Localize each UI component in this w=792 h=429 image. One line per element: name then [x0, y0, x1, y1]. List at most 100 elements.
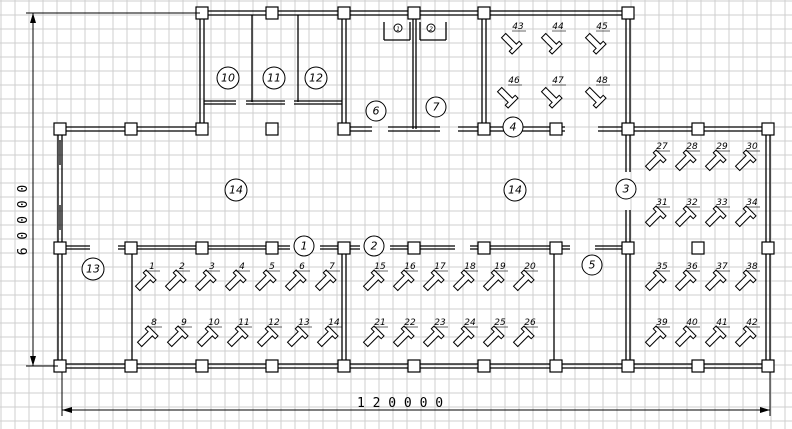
workstation-desk — [136, 325, 159, 348]
column — [407, 6, 421, 20]
workstation-desk — [392, 269, 415, 292]
dimensions: 1 2 0 0 0 0 6 0 0 0 0 — [16, 12, 771, 416]
workstation-22: 22 — [392, 318, 418, 348]
columns — [53, 6, 775, 373]
workstation-6: 6 — [284, 262, 310, 292]
workstation-desk — [734, 149, 757, 172]
workstation-desk — [482, 325, 505, 348]
column — [124, 359, 138, 373]
fixture-1-marker — [393, 23, 403, 33]
room-3-label: 3 — [623, 183, 630, 196]
workstation-label: 7 — [329, 262, 335, 272]
fixture-2-marker — [426, 23, 436, 33]
fixture-2-label: 2 — [429, 26, 433, 33]
workstation-45: 45 — [584, 22, 610, 55]
workstation-desk — [422, 325, 445, 348]
room-7-marker — [425, 96, 447, 118]
room-14-marker-west — [224, 178, 248, 202]
room-14-marker-east — [503, 178, 527, 202]
workstation-23: 23 — [422, 318, 448, 348]
workstation-34: 34 — [734, 198, 760, 228]
workstation-desk — [540, 32, 563, 55]
workstation-desk — [704, 269, 727, 292]
workstation-7: 7 — [314, 262, 340, 292]
workstation-desk — [584, 86, 607, 109]
column — [195, 241, 209, 255]
workstation-15: 15 — [362, 262, 388, 292]
workstation-desk — [644, 149, 667, 172]
workstation-label: 25 — [494, 318, 506, 328]
fixtures: 1 2 — [383, 22, 447, 41]
workstation-desk — [226, 325, 249, 348]
room-13-label: 13 — [86, 263, 100, 276]
workstation-label: 47 — [552, 76, 564, 86]
room-5-marker — [581, 254, 603, 276]
workstation-label: 27 — [656, 142, 668, 152]
workstation-desk — [644, 325, 667, 348]
workstation-41: 41 — [704, 318, 730, 348]
room-14-label-east: 14 — [508, 184, 522, 197]
room-11-marker — [262, 66, 286, 90]
workstation-label: 33 — [716, 198, 728, 208]
workstation-label: 42 — [746, 318, 758, 328]
workstation-label: 9 — [181, 318, 187, 328]
room-2-label: 2 — [371, 240, 378, 253]
column — [124, 241, 138, 255]
workstation-label: 15 — [374, 262, 386, 272]
workstation-label: 23 — [434, 318, 446, 328]
column — [477, 6, 491, 20]
workstation-desk — [316, 325, 339, 348]
workstation-desk — [166, 325, 189, 348]
workstation-label: 21 — [374, 318, 385, 328]
workstation-label: 44 — [552, 22, 564, 32]
workstation-label: 36 — [686, 262, 698, 272]
room-4-marker — [502, 116, 524, 138]
workstation-43: 43 — [500, 22, 526, 55]
workstation-label: 38 — [746, 262, 758, 272]
workstation-5: 5 — [254, 262, 280, 292]
room-7-label: 7 — [433, 101, 440, 114]
room-labels: 1 2 3 4 5 6 7 10 11 12 13 14 14 — [81, 66, 637, 281]
workstation-label: 35 — [656, 262, 668, 272]
workstation-40: 40 — [674, 318, 700, 348]
workstation-desk — [704, 149, 727, 172]
workstation-label: 19 — [494, 262, 506, 272]
column — [195, 122, 209, 136]
workstation-2: 2 — [164, 262, 190, 292]
workstation-label: 5 — [269, 262, 275, 272]
workstation-label: 31 — [656, 198, 667, 208]
workstation-desk — [644, 205, 667, 228]
workstation-desk — [284, 269, 307, 292]
room-6-label: 6 — [373, 105, 380, 118]
workstation-desk — [314, 269, 337, 292]
room-6-marker — [365, 100, 387, 122]
column — [621, 6, 635, 20]
workstation-desk — [674, 325, 697, 348]
height-dimension-label: 6 0 0 0 0 — [16, 185, 31, 255]
column — [265, 241, 279, 255]
column — [761, 359, 775, 373]
workstation-12: 12 — [256, 318, 282, 348]
workstation-desk — [674, 149, 697, 172]
workstation-label: 12 — [268, 318, 280, 328]
column — [477, 122, 491, 136]
workstation-label: 40 — [686, 318, 698, 328]
workstation-48: 48 — [584, 76, 610, 109]
room-2-marker — [363, 235, 385, 257]
workstation-13: 13 — [286, 318, 312, 348]
workstation-14: 14 — [316, 318, 342, 348]
workstation-desk — [362, 269, 385, 292]
workstation-desk — [512, 325, 535, 348]
workstation-desk — [362, 325, 385, 348]
room-14-label-west: 14 — [229, 184, 243, 197]
workstation-desk — [674, 269, 697, 292]
workstation-31: 31 — [644, 198, 670, 228]
room-13-marker — [81, 257, 105, 281]
workstation-desk — [512, 269, 535, 292]
workstation-label: 3 — [209, 262, 215, 272]
workstation-label: 20 — [524, 262, 536, 272]
workstation-desk — [500, 32, 523, 55]
room-12-marker — [304, 66, 328, 90]
